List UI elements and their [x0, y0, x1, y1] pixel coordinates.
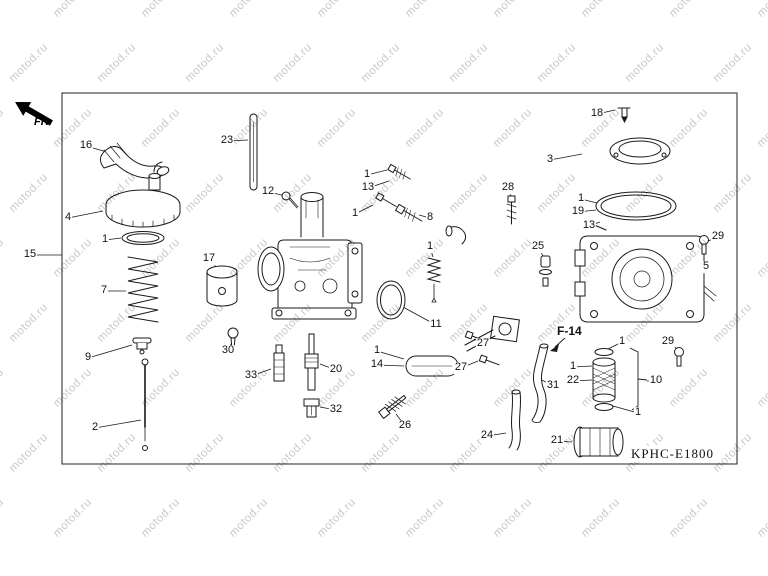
fr-direction-indicator: FR. — [12, 96, 70, 136]
part-needle-jet — [304, 333, 319, 391]
part-bolt-29b — [674, 347, 684, 367]
diagram-frame — [61, 92, 738, 465]
part-screw-1b — [375, 192, 397, 207]
part-vent-tube — [100, 142, 170, 179]
part-valve-seat-25 — [539, 255, 552, 287]
part-drain-screw — [378, 394, 407, 420]
f14-reference-label: F-14 — [556, 324, 583, 338]
part-float — [405, 355, 459, 377]
part-screw-27a — [464, 330, 486, 342]
part-throttle-slide — [206, 265, 238, 307]
part-float-valve-18 — [617, 107, 631, 124]
part-needle-jet-holder — [273, 344, 285, 382]
part-insulator-21 — [573, 426, 624, 458]
fr-arrow-icon — [15, 102, 53, 126]
part-joint-elbow — [445, 225, 467, 245]
part-fuel-joint — [464, 315, 520, 352]
part-oring-11 — [376, 280, 406, 320]
part-rod — [249, 113, 258, 191]
part-chamber-cap-3 — [609, 137, 671, 165]
part-tube-24 — [508, 389, 522, 451]
part-screw-13 — [387, 163, 411, 180]
part-throttle-spring — [127, 256, 159, 323]
part-carb-cap — [105, 161, 181, 228]
diagram-code: KPHC-E1800 — [630, 446, 715, 462]
part-gasket-19 — [587, 191, 677, 231]
part-main-jet — [303, 398, 320, 418]
part-spring-seat — [132, 337, 152, 355]
part-bolt-29a — [699, 235, 709, 255]
part-screw-30 — [227, 327, 239, 350]
part-cap-oring — [121, 231, 165, 245]
part-screw-8 — [394, 203, 423, 222]
part-pilot-screw-spring — [426, 257, 442, 303]
part-jet-needle — [141, 358, 149, 451]
f14-arrowhead — [550, 344, 559, 352]
part-filter-screen-22 — [592, 348, 616, 411]
part-screw-27b — [478, 354, 500, 366]
part-screw-12 — [281, 191, 299, 209]
fr-label: FR. — [34, 116, 52, 128]
part-float-chamber — [574, 235, 717, 323]
part-carburetor-body — [257, 192, 363, 320]
part-screw-28 — [506, 195, 517, 225]
part-hose-31 — [531, 343, 549, 424]
